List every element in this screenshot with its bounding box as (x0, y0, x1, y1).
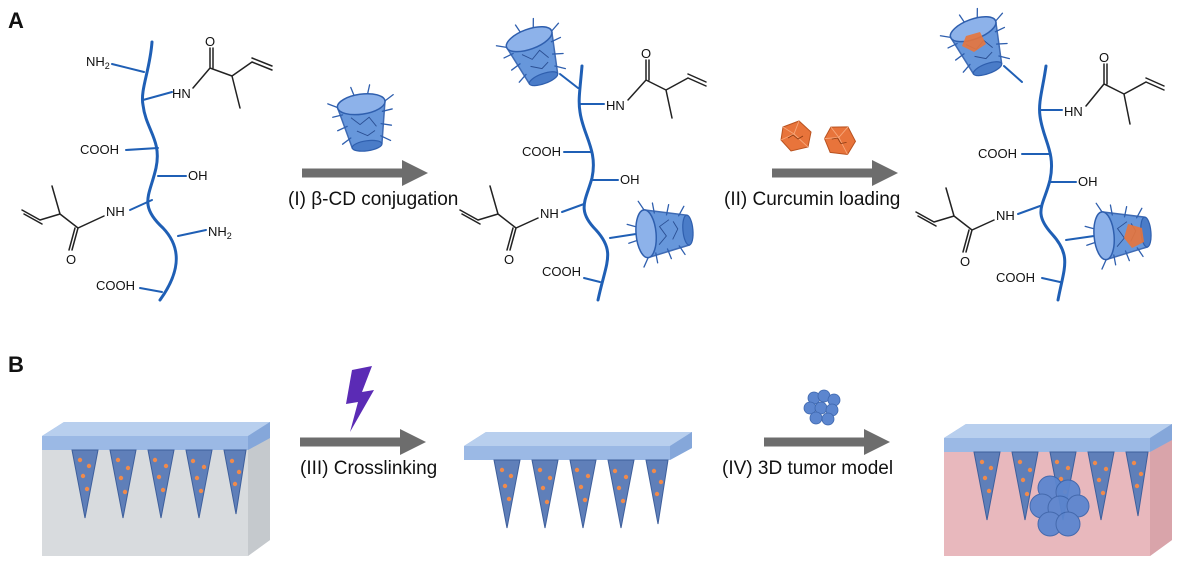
arrow-icon (300, 429, 426, 455)
oh-label: OH (620, 172, 640, 187)
svg-text:NH2: NH2 (86, 54, 110, 71)
cooh-label: COOH (522, 144, 561, 159)
step-3-label: (III) Crosslinking (300, 458, 437, 479)
polymer-curcumin-loaded: HN O COOH OH NH O COOH (915, 0, 1165, 302)
microneedle-patch (463, 431, 693, 529)
curcumin-icon (780, 120, 812, 152)
step-1-label: (I) β-CD conjugation (288, 189, 458, 210)
lightning-icon (346, 366, 374, 432)
cyclodextrin-icon (491, 10, 577, 96)
cooh-label: COOH (978, 146, 1017, 161)
cyclodextrin-icon (624, 196, 697, 269)
step-3: (III) Crosslinking (300, 366, 437, 479)
cyclodextrin-icon (325, 81, 402, 157)
curcumin-icon (962, 32, 986, 52)
step-4: (IV) 3D tumor model (722, 389, 893, 479)
cooh-label: COOH (996, 270, 1035, 285)
arrow-icon (764, 429, 890, 455)
nh-label: NH (106, 204, 125, 219)
tumor-spheroid (1029, 475, 1090, 537)
cooh-label: COOH (80, 142, 119, 157)
step-2: (II) Curcumin loading (724, 120, 900, 210)
hn-label: HN (606, 98, 625, 113)
panel-a-label: A (8, 8, 24, 33)
carbonyl-o-label: O (1099, 50, 1109, 65)
panel-b-label: B (8, 352, 24, 377)
amine-label: NH (208, 224, 227, 239)
step-4-label: (IV) 3D tumor model (722, 458, 893, 479)
step-1: (I) β-CD conjugation (288, 81, 458, 210)
cyclodextrin-icon (1082, 198, 1155, 271)
oh-label: OH (1078, 174, 1098, 189)
patch-crosslinked (463, 431, 693, 529)
hn-label: HN (172, 86, 191, 101)
carbonyl-o-label: O (641, 46, 651, 61)
patch-on-substrate (41, 421, 271, 556)
svg-text:NH2: NH2 (208, 224, 232, 241)
cooh-label: COOH (542, 264, 581, 279)
polymer-cd-conjugated: HN O COOH OH NH O COOH (459, 10, 707, 302)
nh-label: NH (996, 208, 1015, 223)
arrow-icon (772, 160, 898, 186)
carbonyl-o-label: O (960, 254, 970, 269)
nh-label: NH (540, 206, 559, 221)
curcumin-icon (1124, 224, 1144, 248)
hn-label: HN (1064, 104, 1083, 119)
carbonyl-o-label: O (205, 34, 215, 49)
arrow-icon (302, 160, 428, 186)
spheroid-icon (803, 389, 841, 426)
polymer-initial: NH2 HN O COOH OH NH O NH2 COOH (21, 34, 273, 302)
amine-label: NH (86, 54, 105, 69)
oh-label: OH (188, 168, 208, 183)
step-2-label: (II) Curcumin loading (724, 189, 900, 210)
cooh-label: COOH (96, 278, 135, 293)
patch-on-tumor-model (943, 423, 1173, 556)
carbonyl-o-label: O (66, 252, 76, 267)
curcumin-icon (820, 120, 860, 160)
carbonyl-o-label: O (504, 252, 514, 267)
